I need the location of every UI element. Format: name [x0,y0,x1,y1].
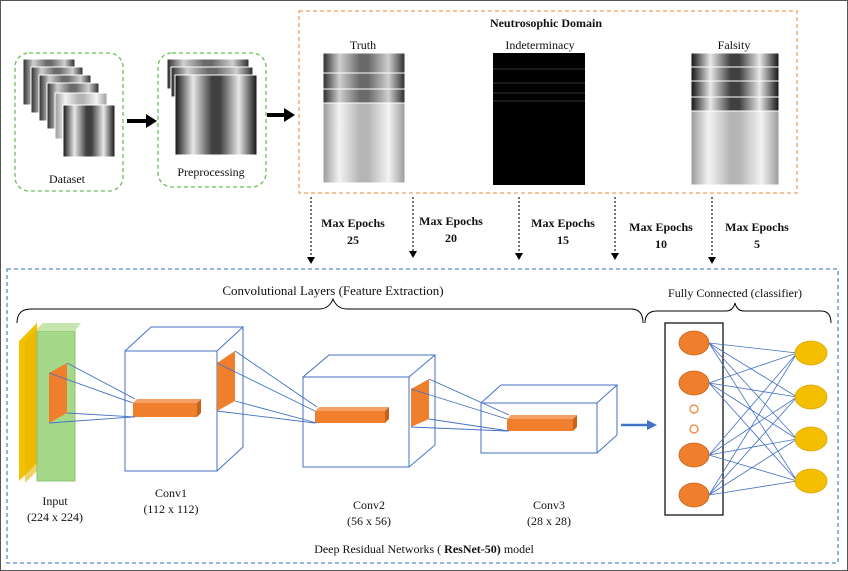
fc-output-node [794,468,828,494]
conv3-cube [480,384,619,454]
truth-xray-stack [322,52,406,184]
epoch-label-15-line2: 15 [557,233,569,247]
fc-connections [708,342,798,496]
conv1-kernel [133,399,201,417]
conv2-label: Conv2 [353,498,385,512]
conv2-size: (56 x 56) [347,514,391,528]
model-box [6,268,839,564]
epoch-arrowheads [307,251,716,264]
model-caption-bold: ResNet-50) [444,542,501,556]
input-label: Input [42,494,68,508]
epoch-label-5-line1: Max Epochs [725,220,789,234]
preprocessing-box [157,52,267,188]
fc-output-nodes [794,340,828,494]
epoch-label-20-line2: 20 [445,231,457,245]
epoch-label-10-line1: Max Epochs [629,220,693,234]
epoch-labels: Max Epochs 25 Max Epochs 20 Max Epochs 1… [321,214,789,251]
falsity-label: Falsity [718,38,751,52]
conv1-size: (112 x 112) [143,502,198,516]
dataset-label: Dataset [49,172,86,186]
epoch-label-10-line2: 10 [655,237,667,251]
fc-input-nodes [678,330,710,508]
epoch-label-5-line2: 5 [754,237,760,251]
domain-title: Neutrosophic Domain [490,16,602,30]
model-caption-prefix: Deep Residual Networks ( [314,542,444,556]
fc-input-node [678,442,710,468]
dataset-xray-stack [22,58,116,158]
arrow-to-classifier [621,420,657,430]
fc-input-node [678,330,710,356]
input-size: (224 x 224) [27,510,83,524]
indeterminacy-label: Indeterminacy [505,38,574,52]
input-slab [19,323,81,483]
conv3-size: (28 x 28) [527,514,571,528]
truth-label: Truth [350,38,376,52]
epoch-label-25-line2: 25 [347,233,359,247]
projection-lines [48,350,510,432]
conv3-label: Conv3 [533,498,565,512]
epoch-label-25-line1: Max Epochs [321,216,385,230]
epoch-label-20-line1: Max Epochs [419,214,483,228]
conv1-output-patch [217,351,235,411]
dataset-box [14,52,124,192]
fc-output-node [794,340,828,366]
model-caption-suffix: model [501,542,535,556]
conv1-label: Conv1 [155,486,187,500]
model-caption: Deep Residual Networks ( ResNet-50) mode… [314,542,534,556]
fc-input-node [678,482,710,508]
fc-ellipsis-dots [689,404,699,434]
preprocessing-label: Preprocessing [177,165,244,179]
indeterminacy-image-stack [493,53,585,185]
conv-section-brace [16,297,644,324]
fc-output-node [794,384,828,410]
preprocessing-xray-stack [166,58,258,156]
fc-output-node [794,426,828,452]
epoch-arrows [310,197,713,259]
neutrosophic-domain-box [298,10,798,194]
conv2-kernel [315,407,389,423]
arrow-dataset-to-preprocessing [127,114,157,128]
arrow-preprocessing-to-domain [267,108,295,122]
conv2-output-patch [411,379,429,427]
conv-section-label: Convolutional Layers (Feature Extraction… [222,283,443,298]
fc-section-label: Fully Connected (classifier) [668,286,802,300]
conv2-cube [302,354,437,468]
fc-input-column [664,322,724,516]
fc-section-brace [644,302,832,324]
epoch-label-15-line1: Max Epochs [531,216,595,230]
conv3-kernel [507,415,577,431]
fc-input-node [678,370,710,396]
falsity-xray-stack [690,52,780,186]
